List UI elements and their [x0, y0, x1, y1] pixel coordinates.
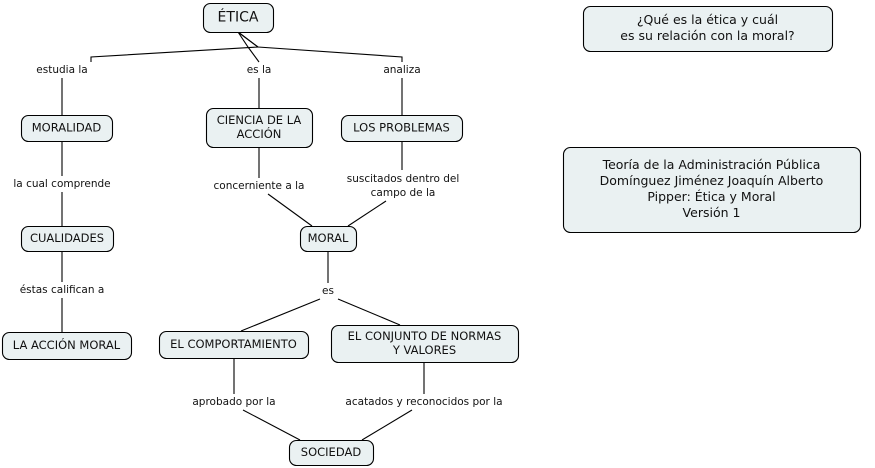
link-label-la-cual-comprende: la cual comprende [13, 178, 110, 190]
link-label-aprobado-por-la: aprobado por la [192, 396, 275, 408]
link-labels-layer: estudia la es la analiza la cual comprende c… [13, 64, 502, 408]
node-box-sociedad[interactable] [288, 439, 375, 467]
info-box-line: Domínguez Jiménez Joaquín Alberto [600, 173, 824, 188]
node-sociedad[interactable]: SOCIEDAD [288, 439, 375, 467]
link-label-acatados: acatados y reconocidos por la [345, 396, 502, 408]
edge-etica-analiza [237, 31, 403, 62]
node-moral[interactable]: MORAL [299, 225, 358, 253]
node-label-normas-valores: EL CONJUNTO DE NORMAS [348, 329, 502, 343]
info-box-box[interactable] [562, 146, 862, 234]
node-box-normas-valores[interactable] [330, 324, 520, 364]
edge-suscitados-moral [347, 200, 387, 227]
node-problemas[interactable]: LOS PROBLEMAS [340, 114, 464, 143]
node-etica[interactable]: ÉTICA [202, 2, 275, 34]
focus-question-box-box[interactable] [582, 5, 834, 53]
node-accion-moral[interactable]: LA ACCIÓN MORAL [1, 331, 133, 361]
focus-question-box-line: es su relación con la moral? [620, 28, 794, 43]
node-label-sociedad: SOCIEDAD [301, 445, 362, 459]
node-label-comportamiento: EL COMPORTAMIENTO [170, 337, 297, 351]
edge-es-normas [337, 298, 401, 326]
edge-etica-estudia [90, 31, 260, 62]
link-label-analiza: analiza [383, 64, 420, 76]
node-label-cualidades: CUALIDADES [30, 231, 104, 245]
node-box-ciencia[interactable] [205, 107, 314, 149]
edge-acatados-sociedad [361, 409, 413, 441]
node-box-moral[interactable] [299, 225, 358, 253]
node-moralidad[interactable]: MORALIDAD [20, 114, 114, 143]
edge-concerniente-moral [267, 193, 313, 227]
node-box-comportamiento[interactable] [158, 330, 310, 360]
node-box-accion-moral[interactable] [1, 331, 133, 361]
edge-es-comportamiento [240, 298, 321, 332]
node-label-accion-moral: LA ACCIÓN MORAL [13, 337, 121, 352]
node-label-ciencia: ACCIÓN [237, 126, 282, 141]
node-label-problemas: LOS PROBLEMAS [353, 121, 450, 135]
info-box-line: Teoría de la Administración Pública [602, 157, 821, 172]
link-label-concerniente-a-la: concerniente a la [214, 180, 305, 192]
node-label-moral: MORAL [308, 231, 349, 245]
info-box-line: Pipper: Ética y Moral [647, 189, 775, 204]
link-label-suscitados: suscitados dentro del [347, 173, 460, 185]
node-box-problemas[interactable] [340, 114, 464, 143]
node-label-moralidad: MORALIDAD [32, 121, 102, 135]
node-box-etica[interactable] [202, 2, 275, 34]
node-cualidades[interactable]: CUALIDADES [20, 225, 115, 253]
link-label-campo-de-la: campo de la [371, 187, 436, 199]
node-label-etica: ÉTICA [218, 9, 259, 26]
node-box-moralidad[interactable] [20, 114, 114, 143]
info-box[interactable]: Teoría de la Administración PúblicaDomín… [562, 146, 862, 234]
info-box-line: Versión 1 [683, 205, 741, 220]
edges-layer [61, 31, 425, 441]
link-label-estudia-la: estudia la [36, 64, 87, 76]
edge-aprobado-sociedad [242, 409, 301, 441]
edge-etica-es-la [237, 31, 260, 63]
link-label-estas-califican-a: éstas califican a [20, 284, 105, 296]
focus-question-box-line: ¿Qué es la ética y cuál [637, 12, 778, 27]
node-comportamiento[interactable]: EL COMPORTAMIENTO [158, 330, 310, 360]
node-box-cualidades[interactable] [20, 225, 115, 253]
node-label-normas-valores: Y VALORES [392, 343, 456, 357]
link-label-es-la: es la [247, 64, 272, 76]
link-label-es: es [322, 285, 334, 297]
node-label-ciencia: CIENCIA DE LA [217, 113, 302, 127]
